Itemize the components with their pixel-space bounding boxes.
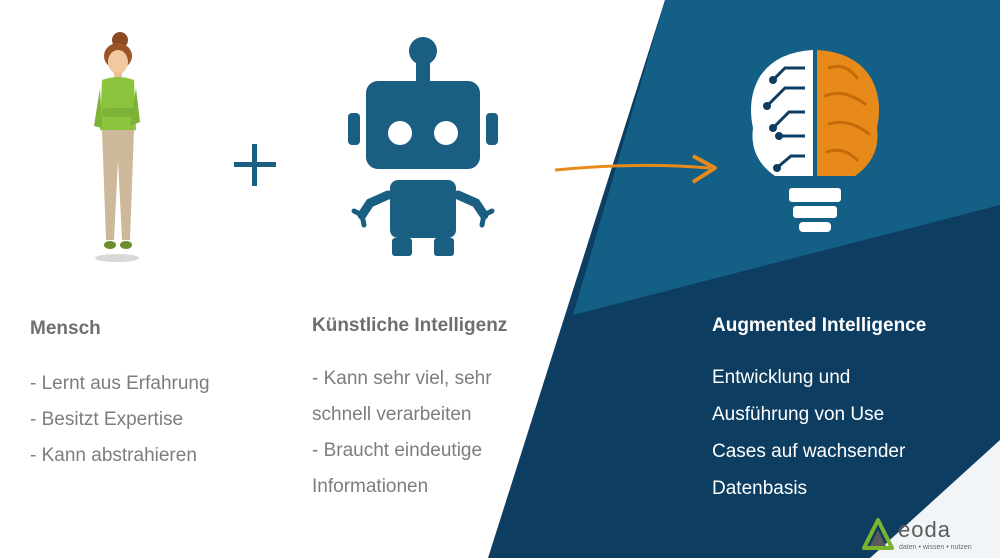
augmented-column: Augmented Intelligence Entwicklung und A… (712, 315, 926, 507)
plus-icon (234, 144, 276, 186)
ki-line: - Kann sehr viel, sehr (312, 368, 492, 389)
augmented-line: Entwicklung und (712, 367, 851, 388)
light-wedge (870, 440, 1000, 558)
augmented-title: Augmented Intelligence (712, 315, 927, 336)
robot-icon (348, 37, 498, 256)
ki-line: - Braucht eindeutige (312, 440, 483, 461)
augmented-line: Cases auf wachsender (712, 441, 906, 462)
eoda-logo: eoda daten • wissen • nutzen (862, 516, 996, 556)
logo-name: eoda (898, 517, 951, 542)
ki-line: schnell verarbeiten (312, 404, 472, 425)
mensch-title: Mensch (30, 318, 101, 339)
arrow-right-icon (555, 154, 717, 184)
mensch-item: - Besitzt Expertise (30, 409, 184, 430)
augmented-line: Datenbasis (712, 478, 808, 499)
ki-line: Informationen (312, 476, 429, 497)
woman-illustration-icon (94, 32, 140, 262)
augmented-line: Ausführung von Use (712, 404, 885, 425)
mensch-item: - Lernt aus Erfahrung (30, 373, 210, 394)
ki-title: Künstliche Intelligenz (312, 315, 508, 336)
mensch-item: - Kann abstrahieren (30, 445, 197, 466)
mensch-column: Mensch - Lernt aus Erfahrung - Besitzt E… (30, 318, 210, 474)
ki-column: Künstliche Intelligenz - Kann sehr viel,… (312, 315, 507, 505)
eoda-logo-icon (862, 518, 894, 550)
logo-tagline: daten • wissen • nutzen (899, 544, 972, 551)
brain-bulb-icon (751, 50, 879, 232)
